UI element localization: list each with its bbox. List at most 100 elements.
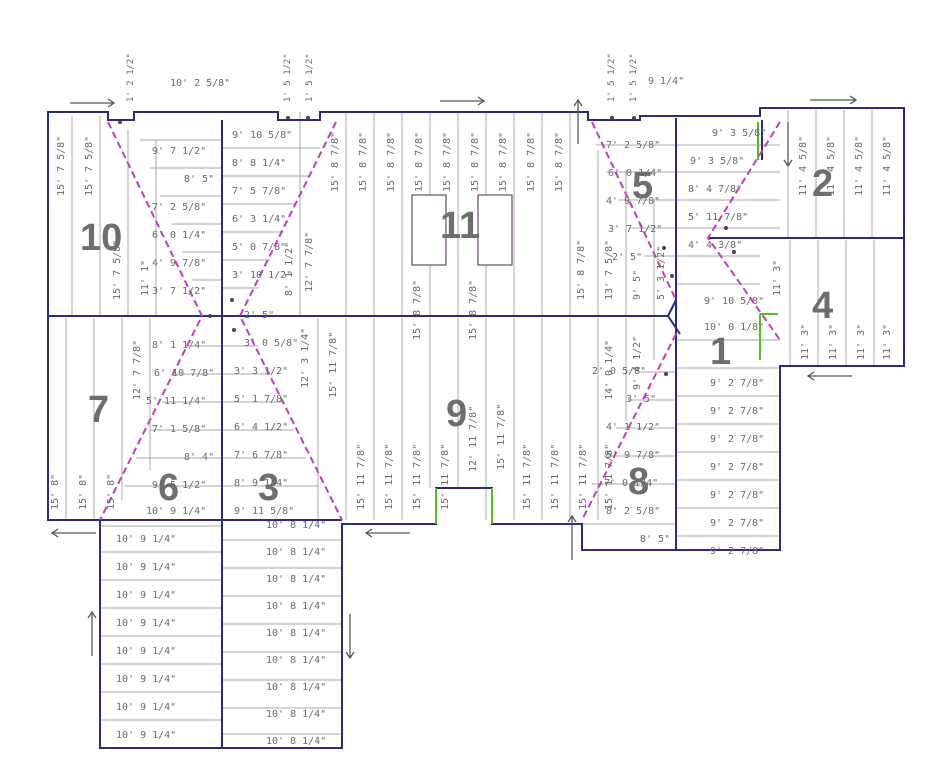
facet11-col-7: 15' 8 7/8" — [526, 132, 537, 192]
facet3-row-3: 5' 1 7/8" — [234, 394, 288, 405]
dim-top-1: 1' 2 1/2" — [126, 53, 136, 102]
facet1-row-b-1: 9' 2 7/8" — [710, 406, 764, 417]
direction-arrows — [50, 95, 858, 660]
facet10-col-1: 15' 7 5/8" — [84, 136, 95, 196]
facet1-row-6: 10' 0 1/8" — [704, 322, 764, 333]
course-lines-horizontal — [100, 139, 780, 735]
facet-label-11: 11 — [440, 205, 480, 247]
facet7-col-1: 15' 8" — [78, 474, 89, 510]
facet1-row-3: 5' 11 7/8" — [688, 212, 748, 223]
facet8-col-0: 14' 0 1/4" — [604, 340, 615, 400]
lower-left-row-4: 10' 9 1/4" — [116, 646, 176, 657]
facet5-row-1: 6' 0 1/4" — [608, 168, 662, 179]
facet6-row-4: 8' 4" — [184, 452, 214, 463]
facet1-row-5: 9' 10 5/8" — [704, 296, 764, 307]
facet11-col-9: 12' 7 7/8" — [304, 232, 315, 292]
facet11-row-3: 6' 3 1/4" — [232, 214, 286, 225]
facet9-col-b-3: 15' 11 7/8" — [578, 444, 589, 510]
facet11-col-10: 8' 1 1/2" — [284, 242, 295, 296]
facet5-row-4: 2' 5" — [612, 252, 642, 263]
facet1-row-4: 4' 4 3/8" — [688, 240, 742, 251]
facet1-row-b-3: 9' 2 7/8" — [710, 462, 764, 473]
lower-left-row-6: 10' 9 1/4" — [116, 702, 176, 713]
facet11-col-6: 15' 8 7/8" — [498, 132, 509, 192]
facet9-col-b-0: 15' 11 7/8" — [496, 404, 507, 470]
facet3-row-6: 8' 9 1/4" — [234, 478, 288, 489]
facet7-col-0: 15' 8" — [50, 474, 61, 510]
facet5-row-3: 3' 7 1/2" — [608, 224, 662, 235]
facet8-row-2: 4' 1 1/2" — [606, 422, 660, 433]
facet-label-1: 1 — [710, 331, 731, 373]
facet6-row-6: 10' 9 1/4" — [146, 506, 206, 517]
dim-top-2: 10' 2 5/8" — [170, 78, 230, 89]
lower-left-row-1: 10' 9 1/4" — [116, 562, 176, 573]
facet-label-3: 3 — [258, 467, 279, 509]
facet11-row-0: 9' 10 5/8" — [232, 130, 292, 141]
lower-right-row-7: 10' 8 1/4" — [266, 709, 326, 720]
facet1-row-b-5: 9' 2 7/8" — [710, 518, 764, 529]
lower-left-row-0: 10' 9 1/4" — [116, 534, 176, 545]
facet6-row-3: 7' 1 5/8" — [152, 424, 206, 435]
facet11-col-4: 15' 8 7/8" — [442, 132, 453, 192]
facet6-row-0: 8' 1 1/4" — [152, 340, 206, 351]
facet-label-2: 2 — [812, 163, 833, 205]
lower-left-row-2: 10' 9 1/4" — [116, 590, 176, 601]
facet2-col-1: 11' 4 5/8" — [826, 136, 837, 196]
facet8-row-6: 8' 5" — [640, 534, 670, 545]
facet11-col-1: 15' 8 7/8" — [358, 132, 369, 192]
measurement-labels: 9' 7 1/2" 8' 5" 7' 2 5/8" 6' 0 1/4" 4' 9 7/8… — [50, 128, 893, 747]
facet9-col-1: 15' 11 7/8" — [384, 444, 395, 510]
facet-label-6: 6 — [158, 467, 179, 509]
facet10-row-3: 6' 0 1/4" — [152, 230, 206, 241]
dim-top-6: 1' 5 1/2" — [629, 53, 639, 102]
facet9-col-3: 15' 11 7/8" — [440, 444, 451, 510]
facet11-col-5: 15' 8 7/8" — [470, 132, 481, 192]
facet1-row-2: 8' 4 7/8" — [688, 184, 742, 195]
facet6-row-2: 5' 11 1/4" — [146, 396, 206, 407]
facet5-col-3: 5' 3 1/2" — [656, 246, 667, 300]
facet1-row-0: 9' 3 5/8" — [712, 128, 766, 139]
facet10-row-4: 4' 9 7/8" — [152, 258, 206, 269]
facet-label-4: 4 — [812, 285, 833, 327]
facet10-row-2: 7' 2 5/8" — [152, 202, 206, 213]
facet4-col-2: 11' 3" — [828, 324, 839, 360]
facet11-row-5: 3' 10 1/2" — [232, 270, 292, 281]
facet6-row-1: 6' 10 7/8" — [154, 368, 214, 379]
facet10-col-2: 15' 7 5/8" — [112, 240, 123, 300]
dim-top-4: 1' 5 1/2" — [305, 53, 315, 102]
facet9-col-b-4: 15' 11 7/8" — [604, 444, 615, 510]
facet-labels: 10 11 5 2 4 1 7 9 6 3 8 — [80, 163, 833, 509]
facet3-row-2: 3' 3 1/2" — [234, 366, 288, 377]
facet2-col-0: 11' 4 5/8" — [798, 136, 809, 196]
facet4-col-4: 11' 3" — [882, 324, 893, 360]
facet9-col-b-1: 15' 11 7/8" — [522, 444, 533, 510]
facet10-row-0: 9' 7 1/2" — [152, 146, 206, 157]
facet5-col-2: 9' 5" — [632, 270, 643, 300]
facet9-col-b-2: 15' 11 7/8" — [550, 444, 561, 510]
facet10-col-3: 11' 1" — [140, 260, 151, 296]
dim-top-5: 1' 5 1/2" — [607, 53, 617, 102]
facet11-col-0: 15' 8 7/8" — [330, 132, 341, 192]
facet9-col-c-1: 15' 8 7/8" — [468, 280, 479, 340]
facet8-row-4: 7' 0 1/4" — [604, 478, 658, 489]
facet1-row-b-4: 9' 2 7/8" — [710, 490, 764, 501]
facet5-col-0: 15' 8 7/8" — [576, 240, 587, 300]
facet8-row-0: 2' 0 5/8" — [592, 366, 646, 377]
facet-label-5: 5 — [632, 165, 653, 207]
facet8-col-1: 9' 4 1/2" — [632, 336, 643, 390]
lower-left-row-7: 10' 9 1/4" — [116, 730, 176, 741]
facet2-col-2: 11' 4 5/8" — [854, 136, 865, 196]
facet5-col-1: 13' 7 5/8" — [604, 240, 615, 300]
facet8-row-1: 3' 5" — [626, 394, 656, 405]
facet6-row-5: 9' 5 1/2" — [152, 480, 206, 491]
facet4-col-3: 11' 3" — [856, 324, 867, 360]
facet3-row-5: 7' 6 7/8" — [234, 450, 288, 461]
facet4-col-1: 11' 3" — [800, 324, 811, 360]
facet1-row-b-0: 9' 2 7/8" — [710, 378, 764, 389]
facet10-col-0: 15' 7 5/8" — [56, 136, 67, 196]
facet11-col-3: 15' 8 7/8" — [414, 132, 425, 192]
dim-top-3: 1' 5 1/2" — [283, 53, 293, 102]
facet2-col-3: 11' 4 5/8" — [882, 136, 893, 196]
